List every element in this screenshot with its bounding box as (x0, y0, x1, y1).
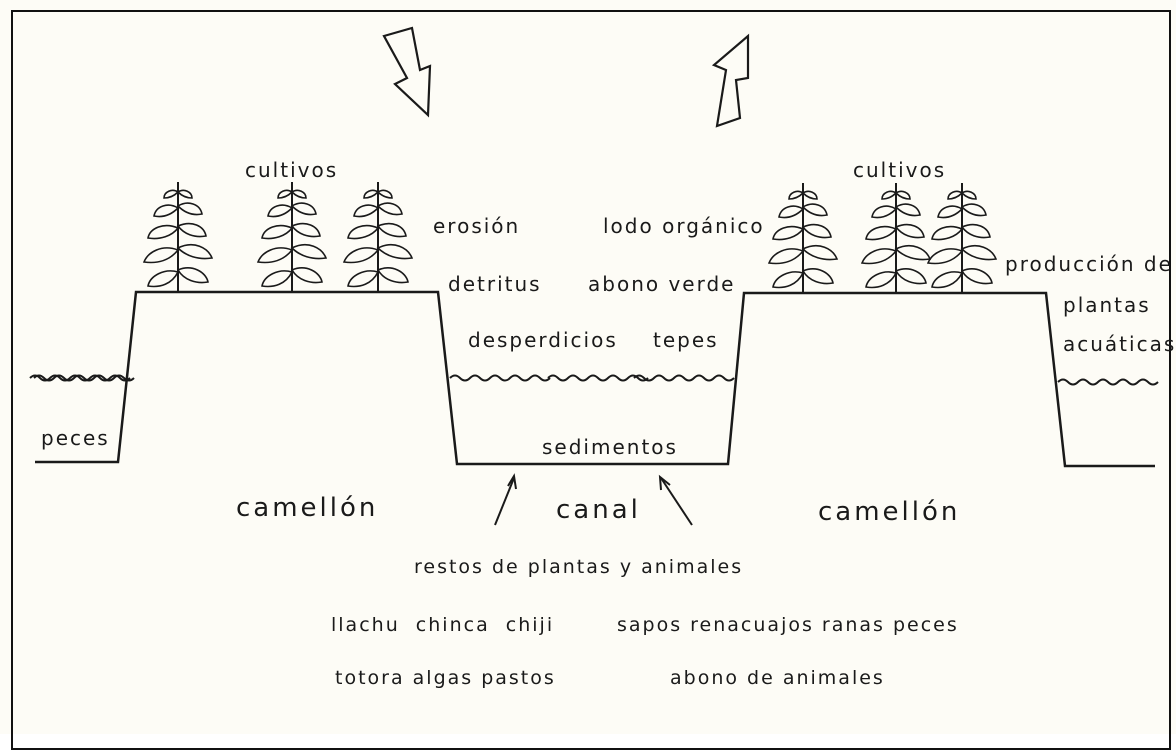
label-erosion: erosión (433, 214, 521, 238)
label-aquatic-production-3: acuáticas (1063, 332, 1176, 356)
water-surface-canal (449, 374, 735, 382)
arrow-to-sediment-icon (494, 477, 515, 526)
label-raised-field-left: camellón (236, 493, 379, 523)
label-aquatic-production-2: plantas (1063, 293, 1151, 317)
raised-field-cross-section (29, 26, 1159, 526)
label-crops-left: cultivos (245, 158, 339, 182)
label-green-manure: abono verde (588, 272, 736, 296)
label-plants-group-2: totora algas pastos (335, 667, 556, 689)
label-organic-mud: lodo orgánico (603, 214, 765, 238)
label-raised-field-right: camellón (818, 497, 961, 527)
arrow-to-sediment-icon (660, 477, 693, 526)
crop-plant-icon (927, 182, 997, 294)
label-waste: desperdicios (468, 328, 618, 352)
diagram-stage: cultivos cultivos erosión lodo orgánico … (11, 10, 1176, 750)
crop-plant-icon (257, 181, 327, 293)
label-animals-group: sapos renacuajos ranas peces (617, 614, 959, 636)
arrow-up-icon (711, 33, 750, 128)
label-sediments: sedimentos (542, 435, 678, 459)
arrow-down-icon (382, 26, 432, 118)
label-fish-left: peces (41, 426, 110, 450)
water-surface-right (1057, 378, 1159, 386)
label-aquatic-production-1: producción de (1005, 252, 1173, 276)
crop-plant-icon (343, 181, 413, 293)
label-crops-right: cultivos (853, 158, 947, 182)
crop-plant-icon (768, 182, 838, 294)
terrain-profile (35, 290, 1155, 468)
label-detritus: detritus (448, 272, 542, 296)
crop-plant-icon (861, 182, 931, 294)
label-animal-manure: abono de animales (670, 667, 885, 689)
crop-plant-icon (143, 181, 213, 293)
label-canal: canal (556, 495, 641, 525)
label-sods: tepes (653, 328, 719, 352)
label-plants-group: llachu chinca chiji (331, 614, 555, 636)
label-remains: restos de plantas y animales (414, 556, 744, 578)
